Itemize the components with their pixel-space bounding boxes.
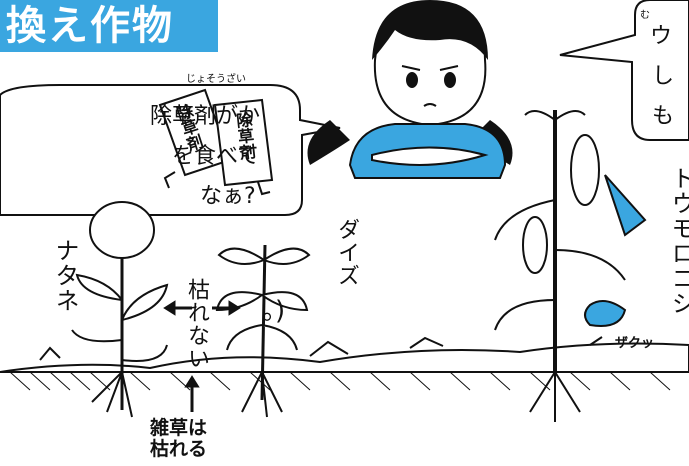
left-edge-text: 。) xyxy=(262,296,286,326)
label-corn: トウモロコシ xyxy=(667,166,689,316)
label-weeds-wither-line-1: 雑草は xyxy=(150,417,208,439)
ground xyxy=(0,336,689,391)
sound-effect: ザクッ xyxy=(615,336,655,351)
rootworm-larva-lower xyxy=(584,300,627,327)
arrows xyxy=(163,300,241,412)
right-bubble-line-1: ウ xyxy=(650,24,673,49)
rapeseed-plant xyxy=(71,201,169,418)
rootworm-larva-upper xyxy=(604,174,647,237)
left-bubble-line-1: 除草剤がか xyxy=(150,104,261,129)
left-bubble-line-2: を食べて xyxy=(172,144,260,169)
right-bubble-ruby: む xyxy=(640,10,650,21)
left-bubble-line-3: なぁ? xyxy=(200,184,256,209)
corn-plant xyxy=(494,110,626,422)
herbicide-bottles xyxy=(158,88,274,196)
label-rapeseed: ナタネ xyxy=(51,238,79,313)
label-weeds-wither-line-2: 枯れる xyxy=(150,438,208,460)
right-speech-bubble xyxy=(559,0,689,141)
title-banner: 換え作物 xyxy=(0,0,218,52)
left-bubble-ruby: じょそうざい xyxy=(186,74,246,85)
right-bubble-line-2: し xyxy=(652,64,675,89)
bottle-label-right: 除草剤 xyxy=(232,111,257,161)
girl-character xyxy=(307,0,513,179)
right-bubble-line-3: も xyxy=(652,104,675,129)
soybean-plant xyxy=(215,244,311,418)
label-soybean: ダイズ xyxy=(334,218,359,287)
label-weeds-wither: 雑草は 枯れる xyxy=(150,418,207,460)
label-not-wither: 枯れない xyxy=(184,278,209,370)
